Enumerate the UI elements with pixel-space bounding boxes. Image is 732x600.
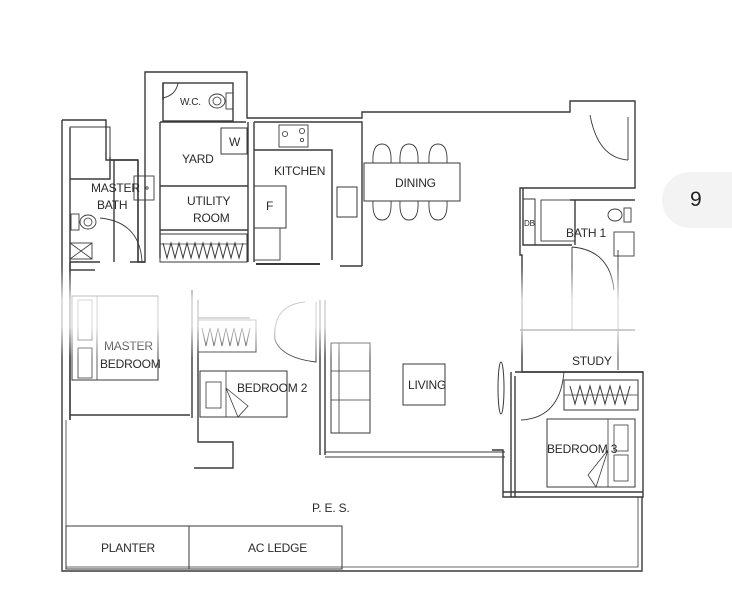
outer-wall-left <box>61 120 71 420</box>
label-fridge: F <box>266 199 273 213</box>
entrance-door <box>589 114 629 161</box>
label-yard: YARD <box>182 152 214 166</box>
study-walls <box>510 329 643 497</box>
label-master-bedroom-1: MASTER <box>104 339 153 353</box>
coffee-table <box>402 363 446 406</box>
label-washer: W <box>229 135 241 149</box>
db-box <box>522 198 536 246</box>
bedroom2-door <box>274 301 317 363</box>
toilet-icon <box>208 93 226 109</box>
label-master-bath-1: MASTER <box>91 181 140 195</box>
ac-ledge-box <box>188 525 343 570</box>
kitchen-sink <box>336 186 358 218</box>
shaft-box <box>69 242 93 260</box>
basin-icon <box>133 175 155 201</box>
label-kitchen: KITCHEN <box>274 164 325 178</box>
label-utility-2: ROOM <box>193 211 230 225</box>
master-bath-door <box>99 217 143 263</box>
pes-boundary <box>61 420 643 572</box>
dining-table <box>363 162 461 202</box>
label-bedroom2: BEDROOM 2 <box>237 381 308 395</box>
bath1-toilet-icon <box>607 208 623 222</box>
yard-wall <box>159 121 249 262</box>
label-study: STUDY <box>572 354 612 368</box>
hob-icon <box>278 124 309 148</box>
label-planter: PLANTER <box>101 541 155 555</box>
label-ac-ledge: AC LEDGE <box>248 541 307 555</box>
label-master-bath-2: BATH <box>97 198 127 212</box>
washer-box <box>220 127 248 155</box>
page-indicator: 9 <box>662 172 732 228</box>
pes-inner <box>65 420 639 568</box>
label-pes: P. E. S. <box>312 501 350 515</box>
wardrobe-utility <box>159 233 248 263</box>
bedroom3-bed <box>546 418 636 488</box>
label-master-bedroom-2: BEDROOM <box>100 357 161 371</box>
label-utility-1: UTILITY <box>187 194 230 208</box>
dining-chairs <box>372 143 448 221</box>
label-wc: W.C. <box>180 97 201 108</box>
page-number: 9 <box>690 188 702 211</box>
label-bath1: BATH 1 <box>566 226 606 240</box>
label-db: DB <box>524 219 535 228</box>
bath1-shower <box>540 199 576 242</box>
bedroom2-bed <box>199 370 288 418</box>
bath1-basin <box>613 231 635 257</box>
label-dining: DINING <box>395 176 436 190</box>
tv-icon <box>497 361 505 415</box>
bath1-door <box>571 246 615 291</box>
bedroom2-wardrobe <box>197 319 257 353</box>
label-bedroom3: BEDROOM 3 <box>547 442 618 456</box>
bedroom3-door <box>520 371 565 421</box>
master-toilet-icon <box>79 214 97 230</box>
label-living: LIVING <box>408 378 446 392</box>
sofa <box>330 342 371 434</box>
master-bath-shower <box>69 126 111 180</box>
master-bath-walls <box>70 157 145 263</box>
